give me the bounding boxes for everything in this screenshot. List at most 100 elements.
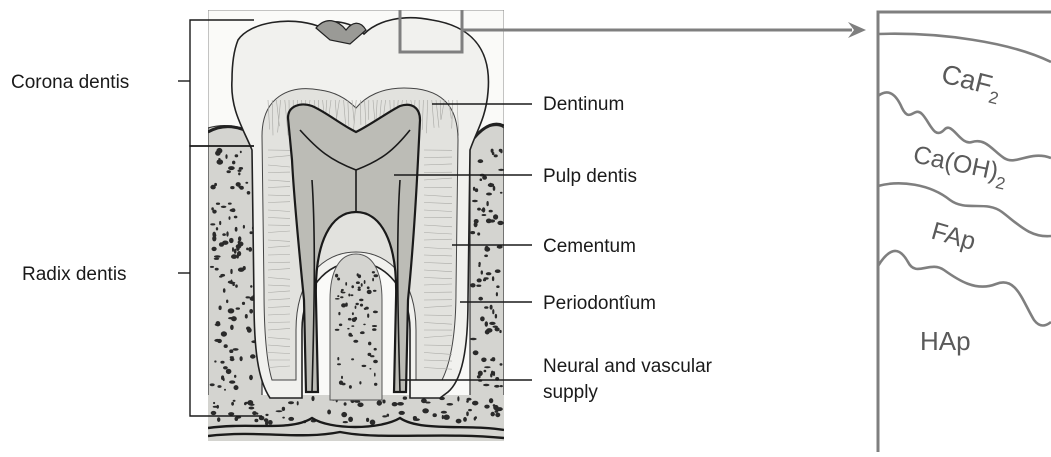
bone-pore (233, 348, 239, 351)
bone-pore (218, 158, 220, 160)
bone-pore (486, 193, 492, 196)
bone-pore (249, 407, 255, 410)
bone-pore (500, 363, 503, 366)
bone-pore (500, 192, 503, 194)
bone-pore (235, 154, 239, 157)
bone-pore (490, 373, 492, 377)
bone-pore (495, 410, 499, 413)
bone-pore (485, 321, 488, 327)
bone-pore (254, 419, 258, 422)
bone-pore (337, 357, 339, 360)
bone-pore (496, 285, 499, 288)
bone-pore (358, 289, 361, 291)
bone-pore (481, 270, 483, 274)
bone-pore (474, 416, 477, 419)
bone-pore (374, 373, 376, 377)
zoom-arrow (462, 22, 866, 38)
bone-pore (477, 278, 482, 282)
bone-pore (220, 274, 225, 277)
bone-pore (500, 149, 502, 153)
bone-pore (486, 328, 492, 333)
bone-pore (228, 308, 235, 313)
bone-pore (470, 338, 477, 340)
bone-pore (366, 418, 369, 422)
label-neural-line2: supply (543, 382, 598, 403)
bone-pore (240, 151, 242, 154)
bone-pore (477, 208, 481, 211)
tooth-illustration (208, 8, 504, 441)
bone-pore (368, 342, 371, 346)
bone-pore (244, 402, 247, 405)
bone-pore (349, 385, 352, 389)
bone-pore (500, 385, 503, 387)
bone-pore (219, 306, 222, 311)
bone-pore (228, 203, 232, 205)
bone-pore (221, 331, 227, 336)
bone-pore (222, 233, 226, 236)
bone-pore (356, 303, 359, 305)
bone-pore (478, 265, 480, 267)
bone-pore (441, 411, 447, 414)
bone-pore (374, 348, 377, 351)
bone-pore (240, 356, 243, 361)
bone-pore (382, 415, 387, 417)
bone-pore (484, 370, 487, 373)
bone-pore (214, 360, 216, 362)
bone-pore (364, 280, 366, 284)
bone-pore (340, 296, 343, 298)
bone-pore (246, 248, 248, 251)
bone-pore (345, 303, 348, 307)
bone-pore (339, 324, 342, 327)
bone-pore (237, 251, 241, 256)
bone-pore (210, 383, 215, 386)
bone-pore (217, 339, 222, 343)
bone-pore (217, 385, 221, 388)
bone-pore (341, 289, 344, 291)
bone-pore (370, 355, 374, 357)
layer-fap: FAp (928, 217, 978, 256)
bone-pore (225, 154, 227, 159)
bone-pore (468, 409, 472, 411)
bone-pore (486, 272, 492, 275)
bone-pore (226, 231, 228, 236)
bone-pore (357, 403, 363, 408)
bone-pore (234, 375, 236, 378)
bone-pore (362, 365, 367, 367)
layer-caoh2-base: Ca(OH) (911, 140, 1001, 185)
bone-pore (217, 417, 220, 422)
bone-pore (478, 371, 483, 376)
bone-pore (443, 415, 449, 420)
bone-pore (477, 232, 480, 235)
bone-pore (492, 309, 494, 314)
bone-pore (372, 328, 376, 331)
bone-pore (358, 287, 361, 289)
bone-pore (215, 268, 219, 271)
bone-pore (493, 371, 495, 376)
bone-pore (238, 172, 240, 175)
bone-pore (247, 400, 253, 405)
bone-pore (249, 375, 253, 380)
bone-pore (399, 411, 405, 415)
bone-pore (470, 231, 475, 234)
bone-pore (466, 400, 469, 403)
bone-pore (499, 330, 501, 333)
bone-pore (367, 314, 369, 318)
bone-pore (232, 247, 234, 252)
bone-pore (219, 221, 221, 225)
bone-pore (354, 317, 357, 320)
boundary-fap (878, 251, 1051, 326)
bone-pore (481, 209, 484, 212)
bone-pore (210, 223, 215, 225)
bone-pore (250, 285, 252, 288)
bone-pore (493, 214, 498, 219)
bone-pore (230, 209, 236, 212)
bone-pore (473, 350, 479, 355)
bone-pore (463, 417, 467, 422)
bone-pore (214, 258, 220, 260)
bone-pore (228, 166, 235, 170)
bone-pore (242, 302, 245, 305)
bone-pore (212, 232, 216, 238)
bone-pore (247, 328, 252, 333)
